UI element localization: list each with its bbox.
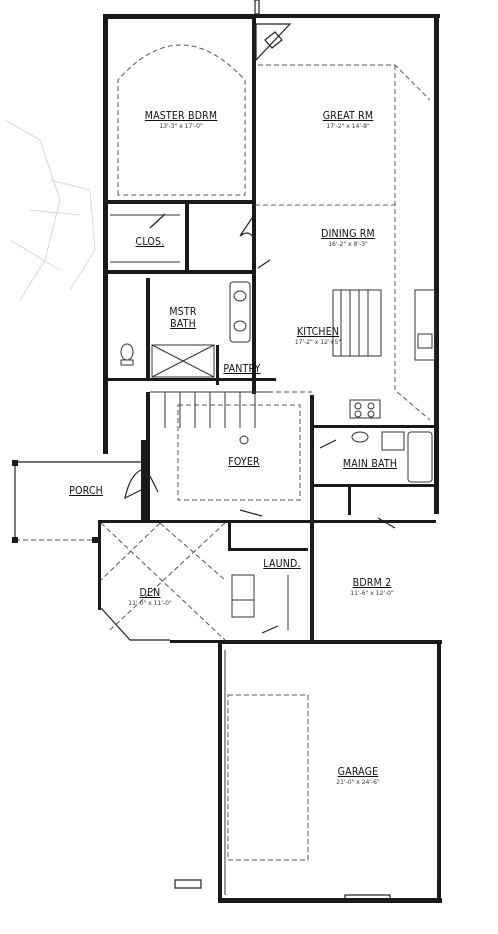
room-kitchen-dim: 17'-2" x 12'+5" xyxy=(294,339,342,346)
faint-background-sketch xyxy=(4,119,96,301)
room-dining-rm: DINING RM 16'-2" x 8'-3" xyxy=(321,228,375,248)
exterior-walls xyxy=(98,14,442,903)
room-mstr-bath-name1: MSTR xyxy=(169,306,197,318)
room-closet: CLOS. xyxy=(136,236,165,248)
room-porch: PORCH xyxy=(69,485,103,497)
ceiling-lines xyxy=(117,44,431,501)
room-garage: GARAGE 21'-0" x 24'-6" xyxy=(336,766,379,786)
room-pantry: PANTRY xyxy=(223,363,260,375)
room-porch-name: PORCH xyxy=(69,485,103,497)
fireplace xyxy=(255,23,292,62)
room-main-bath: MAIN BATH xyxy=(343,458,397,470)
interior-walls xyxy=(103,14,436,642)
room-garage-dim: 21'-0" x 24'-6" xyxy=(336,779,380,786)
room-foyer-name: FOYER xyxy=(228,456,260,468)
room-dining-rm-dim: 16'-2" x 8'-3" xyxy=(328,241,368,248)
room-bdrm2-dim: 11'-6" x 12'-0" xyxy=(350,590,394,597)
room-great-rm-name: GREAT RM xyxy=(322,110,374,122)
room-den-name: DEN xyxy=(139,587,161,599)
room-dining-rm-name: DINING RM xyxy=(321,228,375,240)
door-swings xyxy=(124,213,396,634)
room-great-rm-dim: 17'-2" x 14'-8" xyxy=(326,123,370,130)
room-great-rm: GREAT RM 17'-2" x 14'-8" xyxy=(323,110,374,130)
room-foyer: FOYER xyxy=(228,456,260,468)
porch-outline xyxy=(12,460,141,543)
stairs xyxy=(150,391,270,445)
room-mstr-bath-name2: BATH xyxy=(170,318,196,330)
room-pantry-name: PANTRY xyxy=(223,363,261,375)
room-laund: LAUND. xyxy=(263,558,300,570)
room-bdrm2-name: BDRM 2 xyxy=(352,577,392,589)
room-den-dim: 11'-0" x 11'-0" xyxy=(128,600,172,607)
room-master-bdrm-dim: 13'-3" x 17'-0" xyxy=(159,123,203,130)
den-ceiling xyxy=(100,522,226,641)
room-kitchen-name: KITCHEN xyxy=(296,326,340,338)
garage-outline xyxy=(174,650,439,902)
kitchen-fixtures xyxy=(332,289,436,419)
room-den: DEN 11'-0" x 11'-0" xyxy=(128,587,171,607)
room-laund-name: LAUND. xyxy=(263,558,301,570)
room-main-bath-name: MAIN BATH xyxy=(342,458,398,470)
room-garage-name: GARAGE xyxy=(337,766,379,778)
room-master-bdrm: MASTER BDRM 13'-3" x 17'-0" xyxy=(145,110,218,130)
bath-fixtures xyxy=(120,281,251,378)
room-mstr-bath: MSTR BATH xyxy=(169,306,196,330)
room-master-bdrm-name: MASTER BDRM xyxy=(144,110,218,122)
room-kitchen: KITCHEN 17'-2" x 12'+5" xyxy=(295,326,341,346)
room-bdrm2: BDRM 2 11'-6" x 12'-0" xyxy=(350,577,393,597)
room-closet-name: CLOS. xyxy=(135,236,165,248)
